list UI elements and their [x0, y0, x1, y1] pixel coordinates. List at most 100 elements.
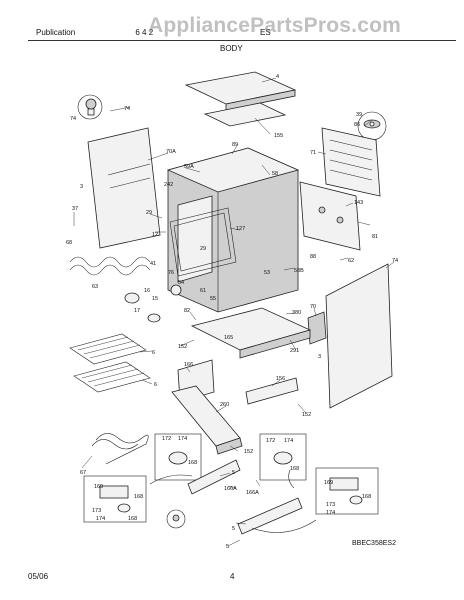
callout: 174 — [178, 436, 187, 442]
model-label: ES — [260, 28, 271, 37]
callout: 168 — [362, 494, 371, 500]
callout: 74 — [392, 258, 398, 264]
diagram-code: BBEC358ES2 — [352, 540, 396, 547]
section-title: BODY — [220, 44, 243, 53]
callout: 3 — [318, 354, 321, 360]
callout: 172 — [162, 436, 171, 442]
callout: 88 — [310, 254, 316, 260]
screw-icon — [166, 509, 186, 529]
watermark: AppliancePartsPros.com — [148, 14, 401, 37]
publication-label: Publication 6 4 2 — [36, 28, 154, 37]
callout: 86 — [354, 122, 360, 128]
callout-labels: 4 74 74 155 39 86 71 70A 3 59A 89 58 242… — [66, 74, 398, 550]
callout: 155 — [274, 133, 283, 139]
leg-assembly-detail-2 — [259, 433, 307, 481]
callout: 29 — [200, 246, 206, 252]
callout: 174 — [326, 510, 335, 516]
broil-element[interactable] — [69, 256, 151, 276]
callout: 61 — [200, 288, 206, 294]
callout: 260 — [220, 402, 229, 408]
callout: 165 — [224, 335, 233, 341]
callout: 166A — [224, 486, 237, 492]
callout: 3 — [80, 184, 83, 190]
header-rule — [28, 40, 456, 41]
callout: 55 — [210, 296, 216, 302]
right-side-panel[interactable] — [325, 263, 393, 409]
rear-panel[interactable] — [321, 127, 381, 197]
callout: 89 — [232, 142, 238, 148]
callout: 173 — [326, 502, 335, 508]
callout: 41 — [150, 261, 156, 267]
callout: 6 — [152, 350, 155, 356]
callout: 152 — [244, 449, 253, 455]
callout: 74 — [124, 106, 130, 112]
callout: 5 — [232, 470, 235, 476]
callout: 68 — [66, 240, 72, 246]
oven-rack-lower[interactable] — [73, 361, 151, 393]
base-rail-right[interactable] — [245, 377, 299, 405]
callout: 4 — [276, 74, 279, 80]
callout: 54 — [178, 280, 184, 286]
callout: 37 — [72, 206, 78, 212]
oven-cavity[interactable] — [166, 147, 300, 313]
footer-date: 05/06 — [28, 572, 49, 581]
control-bracket[interactable] — [299, 181, 361, 251]
callout: 174 — [284, 438, 293, 444]
callout: 173 — [92, 508, 101, 514]
callout: 82 — [184, 308, 190, 314]
callout: 58 — [272, 171, 278, 177]
leader-lines — [73, 77, 395, 547]
top-panel[interactable] — [184, 71, 297, 111]
callout: 5 — [232, 526, 235, 532]
bottom-panel[interactable] — [190, 307, 312, 359]
callout: 166A — [246, 490, 259, 496]
callout: 74 — [70, 116, 76, 122]
leg-rail-left[interactable] — [187, 459, 241, 495]
callout: 152 — [178, 344, 187, 350]
left-side-panel[interactable] — [87, 127, 161, 249]
callout: 169 — [94, 484, 103, 490]
leg-rail-right[interactable] — [237, 497, 303, 535]
kick-panel[interactable] — [171, 385, 243, 455]
callout: 152 — [302, 412, 311, 418]
callout: 168 — [134, 494, 143, 500]
callout: 71 — [310, 150, 316, 156]
callout: 17 — [134, 308, 140, 314]
callout: 169 — [324, 480, 333, 486]
callout: 127 — [236, 226, 245, 232]
knob-parts[interactable] — [124, 284, 182, 323]
callout: 39 — [356, 112, 362, 118]
callout: 70 — [310, 304, 316, 310]
oven-rack-upper[interactable] — [69, 333, 147, 365]
top-insulation[interactable] — [203, 102, 287, 127]
callout: 59A — [184, 164, 194, 170]
callout: 53 — [264, 270, 270, 276]
callout: 242 — [164, 182, 173, 188]
leg-assembly-detail-4 — [315, 467, 379, 515]
callout: 70A — [166, 149, 176, 155]
callout: 81 — [372, 234, 378, 240]
callout: 168 — [128, 516, 137, 522]
callout: 62 — [348, 258, 354, 264]
footer-page: 4 — [230, 572, 235, 581]
callout: 380 — [292, 310, 301, 316]
callout: 156 — [276, 376, 285, 382]
bake-element[interactable] — [91, 433, 149, 465]
detail-arrow-1 — [149, 474, 193, 485]
callout: 168 — [188, 460, 197, 466]
callout: 67 — [80, 470, 86, 476]
leg-assembly-detail-1 — [154, 433, 202, 481]
callout: 16 — [144, 288, 150, 294]
callout: 63 — [92, 284, 98, 290]
callout: 76 — [168, 270, 174, 276]
callout: 174 — [96, 516, 105, 522]
callout: 143 — [354, 200, 363, 206]
fan-icon — [357, 111, 387, 141]
callout: 6 — [154, 382, 157, 388]
door-frame[interactable] — [169, 207, 237, 277]
callout: 15 — [152, 296, 158, 302]
callout: 166 — [184, 362, 193, 368]
callout: 172 — [266, 438, 275, 444]
right-trim[interactable] — [307, 311, 327, 345]
